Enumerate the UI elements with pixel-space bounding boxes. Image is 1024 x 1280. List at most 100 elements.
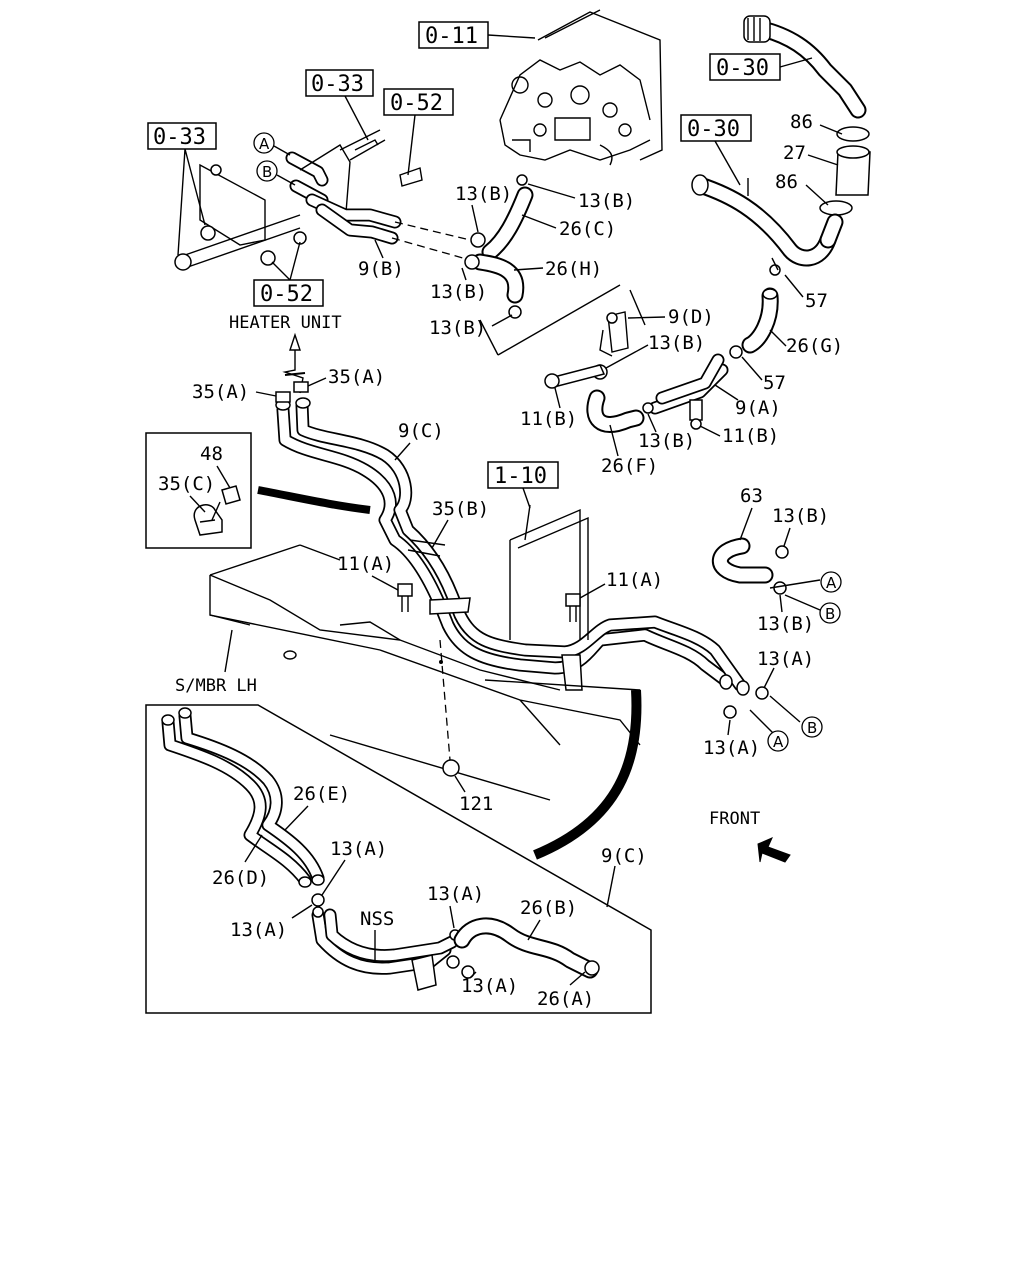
pipe-assembly-9a-9d <box>544 311 743 433</box>
leader-13a-right-top <box>763 667 775 689</box>
leader-11b-right <box>699 425 721 437</box>
circle-label-b-right: B <box>819 602 841 624</box>
leader-13b-lower <box>647 413 657 433</box>
leader-9b <box>374 239 384 259</box>
leader-57-top <box>784 274 804 298</box>
svg-text:1-10: 1-10 <box>494 464 547 489</box>
guide-lines <box>479 284 646 356</box>
label-11b-right: 11(B) <box>722 425 779 447</box>
label-27: 27 <box>783 142 806 164</box>
label-48: 48 <box>200 443 223 465</box>
inset-clip-box <box>145 432 252 549</box>
leader-9a <box>714 384 739 401</box>
label-57-bottom: 57 <box>763 372 786 394</box>
ref-box-0-11: 0-11 <box>418 21 536 49</box>
label-13a-inset-top: 13(A) <box>330 838 387 860</box>
label-13b-a: 13(B) <box>455 183 512 205</box>
leader-26g <box>769 329 787 347</box>
svg-text:0-30: 0-30 <box>716 56 769 81</box>
ref-box-0-33-left: 0-33 <box>147 122 217 256</box>
label-13b-right-top: 13(B) <box>772 505 829 527</box>
label-26h: 26(H) <box>545 258 602 280</box>
leader-35a-right <box>307 377 327 387</box>
frame-structure <box>209 504 641 801</box>
inset-nss-pipes <box>161 707 600 991</box>
leader-11a-right <box>579 583 606 599</box>
label-26a: 26(A) <box>537 988 594 1010</box>
label-57-top: 57 <box>805 290 828 312</box>
clip-35a-left <box>275 391 291 403</box>
circle-label-a-right: A <box>820 571 842 593</box>
svg-text:B: B <box>807 719 817 737</box>
label-9d: 9(D) <box>668 306 714 328</box>
label-front: FRONT <box>709 809 760 829</box>
label-13b-right-bottom: 13(B) <box>757 613 814 635</box>
label-35a-left: 35(A) <box>192 381 249 403</box>
label-11a-right: 11(A) <box>606 569 663 591</box>
clip-35a-right <box>293 381 309 393</box>
label-13a-inset-mid: 13(A) <box>427 883 484 905</box>
ref-box-0-52-bottom: 0-52 <box>253 241 324 307</box>
label-13b-lower: 13(B) <box>638 430 695 452</box>
svg-text:0-52: 0-52 <box>260 282 313 307</box>
leader-26c <box>521 214 557 229</box>
label-26e: 26(E) <box>293 783 350 805</box>
label-heater-unit: HEATER UNIT <box>229 313 342 333</box>
label-11b-left: 11(B) <box>520 408 577 430</box>
leader-26f <box>609 424 619 457</box>
label-35a-right: 35(A) <box>328 366 385 388</box>
inset-nss-box <box>145 704 652 1014</box>
leader-35a-left <box>255 391 277 397</box>
svg-text:0-52: 0-52 <box>390 91 443 116</box>
label-63: 63 <box>740 485 763 507</box>
label-13b-b: 13(B) <box>578 190 635 212</box>
circle-label-b-lower: B <box>801 716 823 738</box>
water-pipe-top-right <box>691 15 871 267</box>
label-smbr-lh: S/MBR LH <box>175 676 257 696</box>
label-13a-inset-left: 13(A) <box>230 919 287 941</box>
ref-box-1-10: 1-10 <box>487 461 559 509</box>
leader-26e <box>284 805 309 831</box>
svg-text:B: B <box>262 163 272 181</box>
leader-13a-inset-top <box>321 859 346 896</box>
label-26d: 26(D) <box>212 867 269 889</box>
label-26g: 26(G) <box>786 335 843 357</box>
label-86-mid: 86 <box>775 171 798 193</box>
leader-35c <box>189 495 206 513</box>
leader-13a-inset-mid <box>449 905 455 929</box>
circle-label-b-top: B <box>256 160 296 186</box>
leader-27 <box>807 154 839 166</box>
ref-box-0-30-top: 0-30 <box>709 53 813 81</box>
leader-57-bottom <box>741 356 763 381</box>
leader-86-top <box>819 124 843 135</box>
leader-13b-d <box>491 314 513 327</box>
leader-35b <box>431 519 449 549</box>
leader-13b-c <box>461 267 467 281</box>
bolts-11a <box>397 583 581 777</box>
label-11a-left: 11(A) <box>337 553 394 575</box>
svg-text:0-11: 0-11 <box>425 24 478 49</box>
label-9c-inset: 9(C) <box>601 845 647 867</box>
svg-text:A: A <box>773 733 784 751</box>
front-arrow-icon <box>757 837 791 863</box>
leader-9c-inset <box>606 865 616 908</box>
leader-13a-inset-left <box>291 904 313 919</box>
hose-63 <box>711 537 821 739</box>
svg-text:B: B <box>825 605 835 623</box>
svg-text:0-30: 0-30 <box>687 117 740 142</box>
leader-26b <box>527 919 541 941</box>
leader-13b-a <box>471 204 479 233</box>
leader-26d <box>244 834 263 863</box>
label-26c: 26(C) <box>559 218 616 240</box>
clip-35c-drawing <box>193 485 241 536</box>
label-nss: NSS <box>360 908 394 930</box>
label-26b: 26(B) <box>520 897 577 919</box>
svg-text:0-33: 0-33 <box>311 72 364 97</box>
circle-label-a-lower: A <box>767 730 789 752</box>
leader-13b-right-bottom <box>779 594 783 613</box>
svg-text:A: A <box>826 574 837 592</box>
label-35c: 35(C) <box>158 473 215 495</box>
label-121: 121 <box>459 793 493 815</box>
